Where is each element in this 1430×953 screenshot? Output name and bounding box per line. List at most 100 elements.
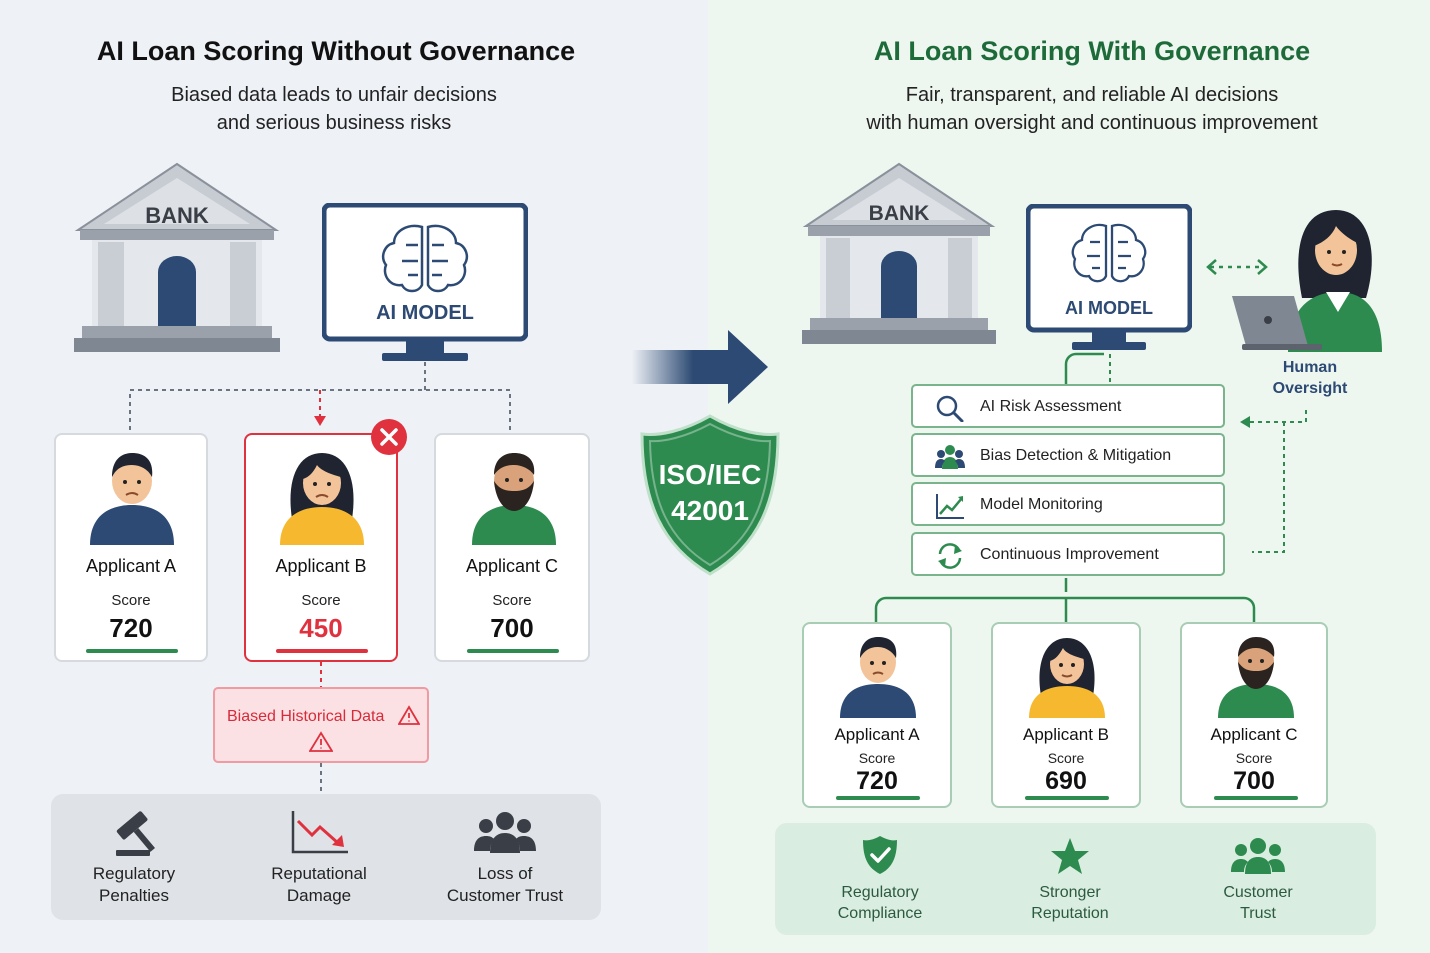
right-model-label: AI MODEL	[1065, 298, 1153, 318]
human-oversight-label: Human Oversight	[1258, 357, 1362, 399]
score-bar	[1214, 796, 1298, 800]
outcome-customer-trust: Customer Trust	[1178, 882, 1338, 924]
score-label: Score	[301, 592, 341, 609]
shield-check-icon	[863, 836, 897, 874]
score-label: Score	[492, 592, 532, 609]
score-label: Score	[111, 592, 151, 609]
risk-line: Reputational	[271, 864, 367, 883]
biased-data-box: Biased Historical Data	[213, 687, 429, 763]
gov-step-model-monitoring: Model Monitoring	[911, 482, 1225, 526]
refresh-icon	[938, 543, 962, 569]
left-applicant-card-a: Applicant A Score 720	[54, 433, 208, 662]
left-applicant-card-b: Applicant B Score 450	[244, 433, 398, 662]
declining-chart-icon	[291, 811, 348, 854]
outcome-line: Regulatory	[841, 884, 919, 901]
right-subtitle-line2: with human oversight and continuous impr…	[866, 112, 1318, 134]
outcome-line: Customer	[1223, 884, 1293, 901]
outcome-line: Reputation	[1031, 905, 1109, 922]
score-label: Score	[858, 750, 896, 766]
applicant-score: 700	[490, 613, 534, 643]
risk-line: Penalties	[99, 886, 169, 905]
gov-step-label: Model Monitoring	[980, 496, 1103, 513]
right-title: AI Loan Scoring With Governance	[873, 36, 1311, 66]
biased-connector-line	[320, 662, 322, 688]
left-subtitle-line2: and serious business risks	[216, 112, 452, 134]
risk-regulatory-penalties: Regulatory Penalties	[54, 863, 214, 907]
people-group-icon	[1231, 838, 1285, 874]
risk-line: Loss of	[477, 864, 533, 883]
left-subtitle: Biased data leads to unfair decisions an…	[0, 81, 668, 137]
gavel-icon	[116, 811, 156, 856]
warning-icon	[309, 731, 333, 752]
people-icon	[935, 445, 965, 469]
left-connector-lines	[129, 362, 511, 430]
person-male-icon	[840, 637, 916, 718]
monitor-icon: AI MODEL	[322, 203, 528, 361]
risk-line: Customer Trust	[446, 886, 564, 905]
person-bearded-icon	[472, 453, 556, 545]
applicant-name: Applicant A	[85, 556, 177, 576]
right-connector-lines	[874, 352, 1307, 622]
person-female-icon	[280, 453, 364, 545]
score-bar	[276, 649, 368, 653]
left-model-label: AI MODEL	[376, 302, 474, 324]
line-chart-icon	[936, 494, 964, 519]
arrow-right-icon	[632, 330, 768, 404]
outcome-line: Compliance	[837, 905, 923, 922]
brain-icon	[1071, 223, 1147, 283]
left-applicant-card-c: Applicant C Score 700	[434, 433, 590, 662]
oversight-line: Oversight	[1272, 380, 1348, 397]
bank-icon: BANK	[802, 162, 996, 344]
applicant-score: 450	[299, 613, 343, 643]
right-applicant-card-c: Applicant C Score 700	[1180, 622, 1328, 808]
right-subtitle: Fair, transparent, and reliable AI decis…	[708, 81, 1430, 137]
applicant-score: 720	[109, 613, 153, 643]
people-group-icon	[474, 812, 536, 853]
gov-step-label: AI Risk Assessment	[980, 398, 1122, 415]
biased-data-label: Biased Historical Data	[227, 708, 385, 725]
person-bearded-icon	[1218, 637, 1294, 718]
applicant-score: 720	[856, 767, 898, 795]
outcome-stronger-reputation: Stronger Reputation	[990, 882, 1150, 924]
score-bar	[1025, 796, 1109, 800]
right-applicant-card-a: Applicant A Score 720	[802, 622, 952, 808]
star-icon	[1051, 838, 1089, 874]
score-bar	[467, 649, 559, 653]
human-oversight-person-icon	[1232, 210, 1382, 352]
risk-loss-of-trust: Loss of Customer Trust	[425, 863, 585, 907]
applicant-score: 690	[1045, 767, 1087, 795]
applicant-name: Applicant B	[275, 556, 367, 576]
applicant-score: 700	[1233, 767, 1275, 795]
two-way-arrow-icon	[1206, 259, 1268, 275]
gov-step-continuous-improvement: Continuous Improvement	[911, 532, 1225, 576]
outcome-line: Trust	[1240, 905, 1276, 922]
applicant-name: Applicant C	[1210, 725, 1298, 744]
risk-reputational-damage: Reputational Damage	[239, 863, 399, 907]
applicant-name: Applicant A	[834, 725, 920, 744]
applicant-name: Applicant B	[1023, 725, 1109, 744]
outcome-line: Stronger	[1039, 884, 1101, 901]
score-bar	[86, 649, 178, 653]
right-applicant-card-b: Applicant B Score 690	[991, 622, 1141, 808]
bank-icon: BANK	[74, 162, 280, 352]
person-male-icon	[90, 453, 174, 545]
risk-line: Damage	[286, 886, 352, 905]
right-bank-label: BANK	[869, 202, 930, 225]
score-label: Score	[1047, 750, 1085, 766]
person-female-icon	[1029, 638, 1105, 718]
shield-line2: 42001	[671, 495, 749, 526]
score-bar	[836, 796, 920, 800]
outcome-regulatory-compliance: Regulatory Compliance	[800, 882, 960, 924]
gov-step-label: Continuous Improvement	[980, 546, 1159, 563]
left-title: AI Loan Scoring Without Governance	[96, 36, 576, 66]
iso-shield-icon: ISO/IEC 42001	[640, 414, 780, 576]
risk-connector-line	[320, 763, 322, 795]
oversight-line: Human	[1282, 359, 1338, 376]
score-label: Score	[1235, 750, 1273, 766]
gov-step-bias-detection: Bias Detection & Mitigation	[911, 433, 1225, 477]
gov-step-label: Bias Detection & Mitigation	[980, 447, 1172, 464]
monitor-icon: AI MODEL	[1026, 204, 1192, 350]
shield-line1: ISO/IEC	[659, 459, 762, 490]
close-icon	[371, 419, 407, 455]
right-subtitle-line1: Fair, transparent, and reliable AI decis…	[905, 84, 1279, 106]
